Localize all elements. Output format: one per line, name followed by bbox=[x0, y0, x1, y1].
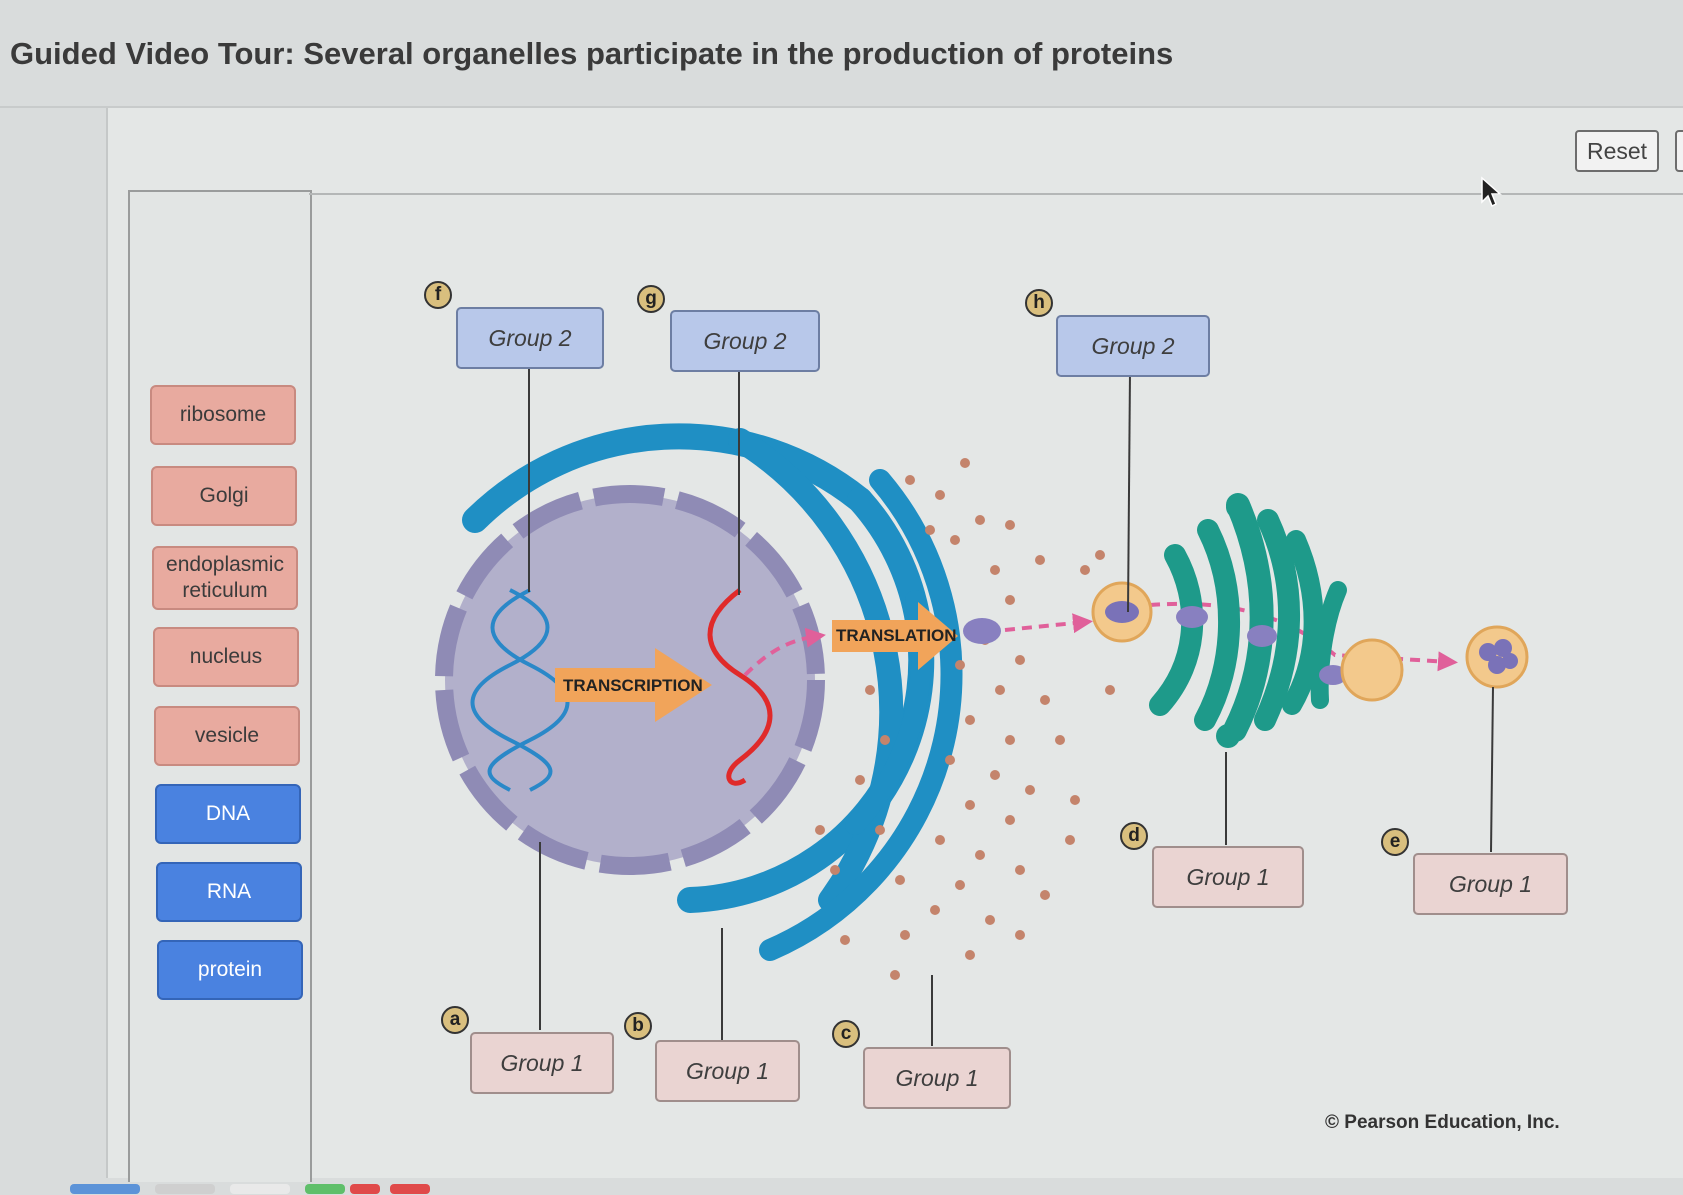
chip-nucleus[interactable]: nucleus bbox=[153, 627, 299, 687]
drop-target-a[interactable]: Group 1 bbox=[470, 1032, 614, 1094]
golgi-shape bbox=[1149, 493, 1347, 742]
drop-target-f[interactable]: Group 2 bbox=[456, 307, 604, 369]
drop-target-e[interactable]: Group 1 bbox=[1413, 853, 1568, 915]
leader-lines bbox=[528, 366, 1494, 1046]
rna-strand bbox=[707, 588, 773, 786]
chip-rna[interactable]: RNA bbox=[156, 862, 302, 922]
protein-blob bbox=[963, 618, 1001, 644]
vesicle-protein bbox=[1105, 601, 1139, 623]
partially-visible-button[interactable] bbox=[1675, 130, 1683, 172]
reset-button[interactable]: Reset bbox=[1575, 130, 1659, 172]
ribosome-dots bbox=[815, 458, 1115, 980]
golgi-protein-2 bbox=[1247, 625, 1277, 647]
protein-path-2 bbox=[1004, 613, 1093, 634]
chip-protein[interactable]: protein bbox=[157, 940, 303, 1000]
drop-target-g[interactable]: Group 2 bbox=[670, 310, 820, 372]
marker-d: d bbox=[1120, 822, 1148, 850]
golgi-protein-1 bbox=[1176, 606, 1208, 628]
translation-arrow bbox=[832, 602, 958, 670]
page-title: Guided Video Tour: Several organelles pa… bbox=[10, 36, 1174, 71]
mouse-cursor-icon bbox=[1481, 176, 1502, 208]
marker-h: h bbox=[1025, 289, 1053, 317]
chip-endoplasmic-reticulum[interactable]: endoplasmic reticulum bbox=[152, 546, 298, 610]
drop-target-c[interactable]: Group 1 bbox=[863, 1047, 1011, 1109]
chip-vesicle[interactable]: vesicle bbox=[154, 706, 300, 766]
translation-label: TRANSLATION bbox=[836, 626, 957, 645]
transcription-arrow bbox=[555, 648, 712, 722]
drop-target-h[interactable]: Group 2 bbox=[1056, 315, 1210, 377]
dock-strip bbox=[70, 1184, 430, 1194]
drop-target-b[interactable]: Group 1 bbox=[655, 1040, 800, 1102]
nuclear-envelope bbox=[435, 485, 825, 875]
marker-a: a bbox=[441, 1006, 469, 1034]
chip-golgi[interactable]: Golgi bbox=[151, 466, 297, 526]
title-divider bbox=[0, 106, 1683, 108]
secretory-vesicle bbox=[1340, 638, 1404, 702]
marker-e: e bbox=[1381, 828, 1409, 856]
marker-g: g bbox=[637, 285, 665, 313]
chip-ribosome[interactable]: ribosome bbox=[150, 385, 296, 445]
marker-b: b bbox=[624, 1012, 652, 1040]
golgi-vesicle bbox=[1226, 495, 1250, 519]
marker-c: c bbox=[832, 1020, 860, 1048]
golgi-protein-3 bbox=[1319, 665, 1347, 685]
protein-path bbox=[743, 627, 826, 677]
diagram-frame bbox=[309, 193, 1683, 1195]
drop-target-d[interactable]: Group 1 bbox=[1152, 846, 1304, 908]
copyright-credit: © Pearson Education, Inc. bbox=[1325, 1112, 1560, 1133]
marker-f: f bbox=[424, 281, 452, 309]
chip-dna[interactable]: DNA bbox=[155, 784, 301, 844]
golgi-vesicle-bottom bbox=[1216, 724, 1240, 748]
transcription-label: TRANSCRIPTION bbox=[563, 676, 703, 695]
final-protein bbox=[1479, 639, 1518, 674]
